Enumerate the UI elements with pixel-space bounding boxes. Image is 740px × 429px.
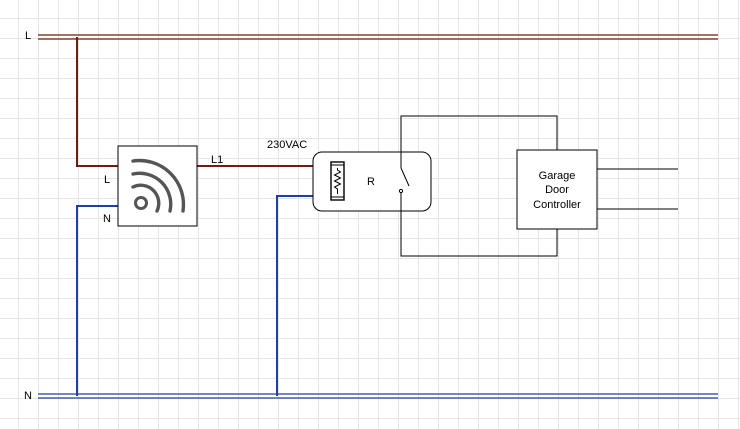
relay-neutral-wire bbox=[276, 195, 313, 396]
wifi-switch bbox=[117, 145, 198, 227]
controller-label-line3: Controller bbox=[533, 199, 581, 211]
neutral-rail bbox=[38, 393, 718, 399]
relay-contact-icon bbox=[398, 161, 410, 200]
wifi-icon bbox=[131, 158, 186, 213]
switch-output-label: L1 bbox=[211, 154, 223, 166]
relay-label: R bbox=[367, 176, 375, 188]
relay-contact-wire-top bbox=[400, 115, 558, 161]
relay-coil-icon bbox=[330, 161, 345, 201]
live-rail bbox=[38, 34, 718, 40]
relay bbox=[312, 151, 432, 212]
relay-voltage-label: 230VAC bbox=[267, 139, 307, 151]
live-rail-label: L bbox=[25, 30, 31, 42]
switch-neutral-wire bbox=[76, 205, 118, 396]
relay-contact-wire-bottom bbox=[400, 200, 558, 257]
controller-label-line1: Garage bbox=[539, 170, 576, 182]
switch-live-label: L bbox=[104, 174, 110, 186]
switch-neutral-label: N bbox=[103, 213, 111, 225]
garage-door-controller bbox=[516, 149, 598, 230]
neutral-rail-label: N bbox=[24, 390, 32, 402]
controller-label-line2: Door bbox=[545, 184, 569, 196]
live-feed-wire bbox=[76, 37, 118, 167]
